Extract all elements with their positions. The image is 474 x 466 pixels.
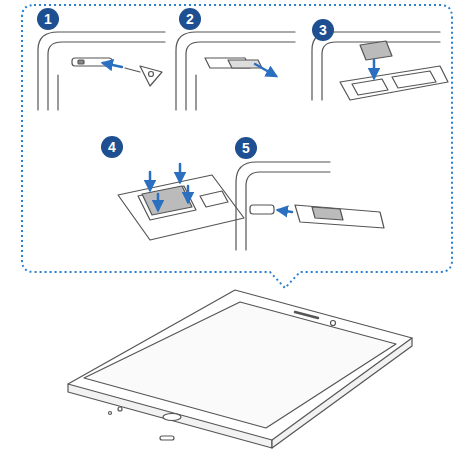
callout-circle: 1 (37, 8, 59, 30)
step-1-pin (38, 32, 165, 110)
callout-circle: 2 (179, 8, 201, 30)
callout-number: 4 (108, 140, 116, 154)
callout-bubble (22, 5, 452, 288)
callout-number: 5 (242, 141, 250, 155)
callout-number: 3 (319, 23, 327, 37)
step-4-press (118, 175, 244, 240)
step-3-card (312, 32, 448, 100)
step-2-tray-out (176, 32, 295, 110)
callout-circle: 4 (101, 136, 123, 158)
phone-illustration (68, 290, 412, 448)
callout-circle: 3 (312, 19, 334, 41)
callout-circle: 5 (235, 137, 257, 159)
callout-number: 1 (44, 12, 52, 26)
callout-number: 2 (186, 12, 194, 26)
step-5-tray-in (236, 162, 384, 250)
